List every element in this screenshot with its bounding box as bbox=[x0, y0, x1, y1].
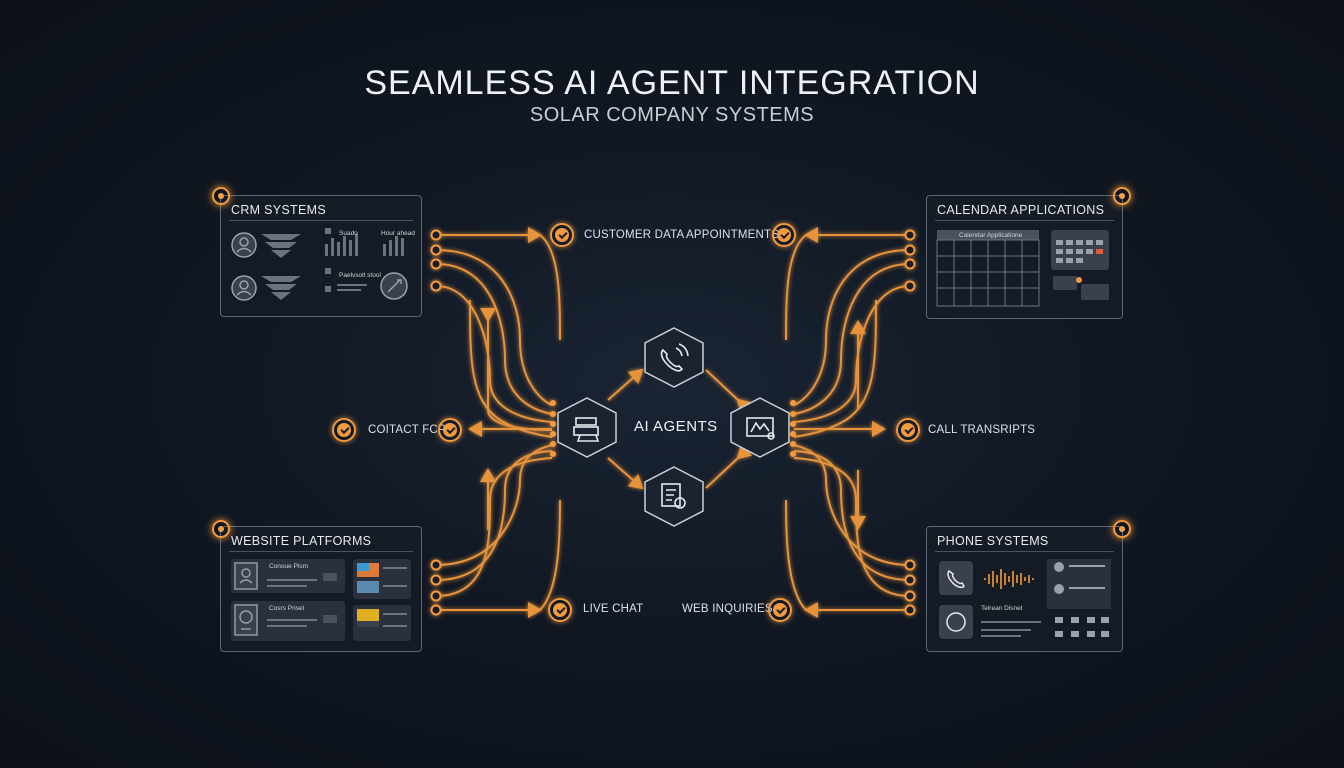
call-transcripts-check-icon bbox=[896, 418, 920, 442]
document-gear-icon bbox=[661, 483, 686, 509]
crm-corner-dot bbox=[212, 187, 230, 205]
crm-text: Paelvsolt stool bbox=[339, 272, 381, 279]
flow-label-appointments: APPOINTMENTS bbox=[686, 229, 780, 241]
customer-data-check-icon bbox=[550, 223, 574, 247]
contact-forms-check-icon bbox=[332, 418, 356, 442]
page-title: SEAMLESS AI AGENT INTEGRATION bbox=[364, 64, 980, 102]
panel-title: CALENDAR APPLICATIONS bbox=[937, 203, 1105, 217]
divider bbox=[229, 551, 413, 552]
phone-corner-dot bbox=[1113, 520, 1131, 538]
right-hexagon bbox=[730, 397, 790, 458]
panel-title: WEBSITE PLATFORMS bbox=[231, 534, 372, 548]
phone-text: Telrean Disnet bbox=[981, 605, 1023, 612]
flow-label-call-transcripts: CALL TRANSRIPTS bbox=[928, 424, 1036, 436]
contact-forms-check-icon-right bbox=[438, 418, 462, 442]
live-chat-check-icon bbox=[548, 598, 572, 622]
web-inquiries-check-icon bbox=[768, 598, 792, 622]
crm-content bbox=[231, 228, 408, 301]
panel-title: CRM SYSTEMS bbox=[231, 203, 326, 217]
calendar-applications-panel[interactable]: CALENDAR APPLICATIONS Calendar Applicati… bbox=[926, 195, 1123, 319]
divider bbox=[935, 220, 1114, 221]
phone-systems-panel[interactable]: PHONE SYSTEMS Telrean Disnet bbox=[926, 526, 1123, 652]
crm-text: Suado bbox=[339, 230, 358, 237]
website-content bbox=[234, 562, 407, 636]
website-platforms-panel[interactable]: WEBSITE PLATFORMS Conoue Pism Cosrs Pnse… bbox=[220, 526, 422, 652]
flow-label-live-chat: LIVE CHAT bbox=[583, 603, 644, 615]
divider bbox=[935, 551, 1114, 552]
top-hexagon bbox=[644, 327, 704, 388]
crm-text: Hour ahead bbox=[381, 230, 415, 237]
crm-systems-panel[interactable]: CRM SYSTEMS Suado Hour ahead Paelvsolt s… bbox=[220, 195, 422, 317]
calendar-corner-dot bbox=[1113, 187, 1131, 205]
website-text: Cosrs Pnsel bbox=[269, 605, 305, 612]
calendar-content bbox=[936, 230, 1109, 307]
phone-wave-icon bbox=[660, 343, 689, 372]
website-text: Conoue Pism bbox=[269, 563, 309, 570]
panel-title: PHONE SYSTEMS bbox=[937, 534, 1049, 548]
chart-board-icon bbox=[746, 417, 775, 440]
calendar-text: Calendar Applicatione bbox=[959, 232, 1023, 239]
phone-content bbox=[939, 559, 1111, 639]
hub-label: AI AGENTS bbox=[634, 418, 718, 435]
layers-stack-icon bbox=[573, 417, 600, 442]
appointments-check-icon bbox=[772, 223, 796, 247]
flow-label-contact-forms: COITACT FCPA bbox=[368, 424, 453, 436]
divider bbox=[229, 220, 413, 221]
flow-label-customer-data: CUSTOMER DATA bbox=[584, 229, 685, 241]
bottom-hexagon bbox=[644, 466, 704, 527]
page-subtitle: SOLAR COMPANY SYSTEMS bbox=[529, 104, 815, 126]
flow-label-web-inquiries: WEB INQUIRIES bbox=[682, 603, 773, 615]
website-corner-dot bbox=[212, 520, 230, 538]
